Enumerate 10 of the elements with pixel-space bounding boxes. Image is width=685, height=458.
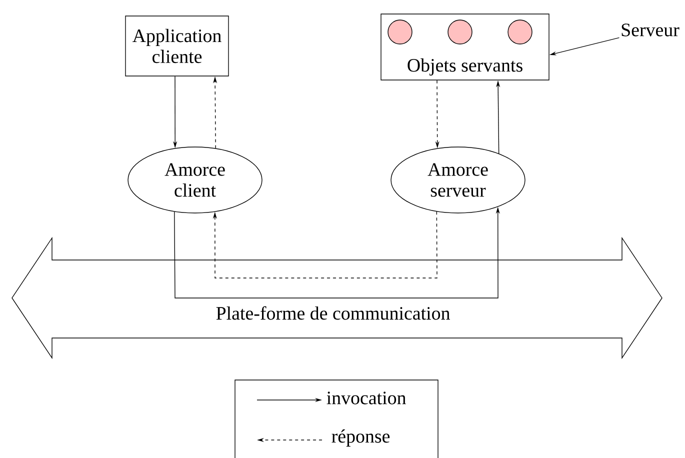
arrow xyxy=(212,211,438,278)
legend-text: invocation xyxy=(326,392,406,404)
server-label: Serveur xyxy=(622,24,680,36)
servant-box: Objets servants xyxy=(380,14,550,80)
platform-label: Plate-forme de communication xyxy=(216,306,450,320)
application-box: Application cliente xyxy=(125,16,229,76)
servant-circle xyxy=(388,20,412,44)
legend-text: réponse xyxy=(332,429,390,447)
servant-circle xyxy=(508,20,532,44)
servant-circle xyxy=(448,20,472,44)
